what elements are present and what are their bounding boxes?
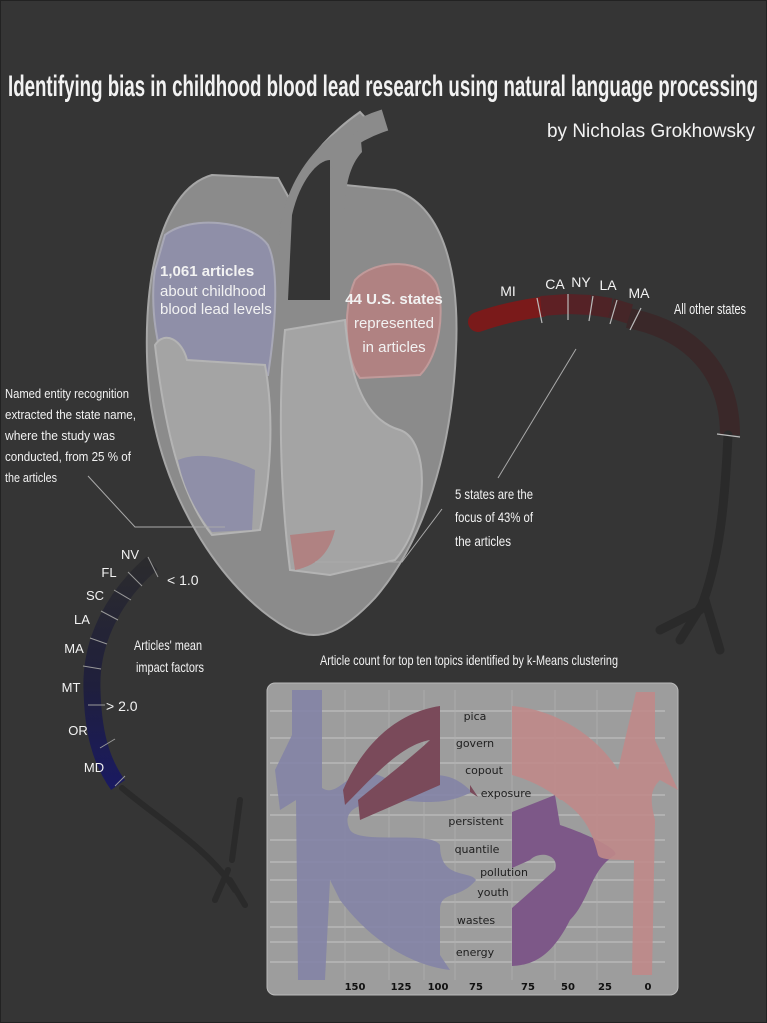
impact-label-OR: OR xyxy=(68,723,88,738)
left-atrium xyxy=(152,221,277,382)
chart-shape-pink xyxy=(512,692,678,975)
state-label-MI: MI xyxy=(500,283,516,299)
ner-line: Named entity recognition xyxy=(5,386,129,401)
focus-line: 5 states are the xyxy=(455,486,533,502)
focus-line: the articles xyxy=(455,533,511,549)
chart-shape-maroon xyxy=(343,706,478,820)
chart-shape-blue xyxy=(275,690,476,980)
topic-labels: pica govern copout exposure persistent quanti… xyxy=(448,710,531,959)
arc-segment-MI xyxy=(468,297,551,332)
tick-left-100: 100 xyxy=(428,982,449,993)
states-line2: in articles xyxy=(362,339,425,356)
topic-chart: pica govern copout exposure persistent quanti… xyxy=(266,682,679,996)
articles-line2: blood lead levels xyxy=(160,301,272,318)
heart-leader-line xyxy=(315,508,443,563)
focus-annotation: 5 states are the focus of 43% of the art… xyxy=(315,348,577,563)
impact-arc-dividers xyxy=(82,556,159,787)
ner-line: the articles xyxy=(5,470,57,485)
topic-label-pollution: pollution xyxy=(480,866,528,879)
tick-left-75: 75 xyxy=(469,982,483,993)
tick-left-125: 125 xyxy=(391,982,412,993)
arc-other-states xyxy=(625,308,740,436)
impact-label-NV: NV xyxy=(121,547,139,562)
byline: by Nicholas Grokhowsky xyxy=(547,121,756,142)
states-line1: represented xyxy=(354,315,434,332)
axis-ticks: 150 125 100 75 75 50 25 0 xyxy=(345,982,652,993)
arc-tail xyxy=(655,430,733,655)
impact-arc-band xyxy=(83,556,158,790)
tick-left-150: 150 xyxy=(345,982,366,993)
state-label-LA: LA xyxy=(599,277,617,293)
impact-label-MD: MD xyxy=(84,760,104,775)
articles-count: 1,061 articles xyxy=(160,263,254,280)
ner-line: where the study was xyxy=(4,428,115,443)
septum xyxy=(279,318,423,577)
impact-label-MA: MA xyxy=(64,641,84,656)
tick-right-25: 25 xyxy=(598,982,612,993)
topic-label-pica: pica xyxy=(464,710,487,723)
topic-label-wastes: wastes xyxy=(457,914,496,927)
vessel-gap xyxy=(288,160,330,300)
focus-line: focus of 43% of xyxy=(455,509,533,525)
chart-title: Article count for top ten topics identif… xyxy=(320,652,618,668)
chart-shape-purple xyxy=(512,795,616,966)
arc-segment-CA xyxy=(540,294,569,316)
impact-arc-tail xyxy=(119,785,248,908)
topic-label-quantile: quantile xyxy=(455,843,500,856)
ner-leader-line xyxy=(87,475,225,528)
impact-label-FL: FL xyxy=(101,565,116,580)
state-label-CA: CA xyxy=(545,276,565,292)
topic-label-exposure: exposure xyxy=(481,787,532,800)
topic-label-copout: copout xyxy=(465,764,503,777)
impact-label-MT: MT xyxy=(62,680,81,695)
impact-label-SC: SC xyxy=(86,588,104,603)
focus-leader-line xyxy=(497,348,577,479)
topic-label-youth: youth xyxy=(477,886,509,899)
title: Identifying bias in childhood blood lead… xyxy=(8,70,758,103)
impact-low-label: < 1.0 xyxy=(167,572,199,588)
ner-line: extracted the state name, xyxy=(5,407,136,422)
articles-line1: about childhood xyxy=(160,283,266,300)
arc-end-tick xyxy=(716,433,741,438)
tick-right-50: 50 xyxy=(561,982,575,993)
tick-right-0: 0 xyxy=(645,982,652,993)
arc-segment-NY xyxy=(567,294,592,315)
arc-segment-LA xyxy=(589,295,613,318)
ner-line: conducted, from 25 % of xyxy=(5,449,131,464)
state-label-other: All other states xyxy=(674,301,746,318)
state-label-NY: NY xyxy=(571,274,591,290)
impact-caption-line1: Articles' mean xyxy=(134,637,202,653)
state-arc: MI CA NY LA MA All other states xyxy=(468,274,746,655)
topic-label-govern: govern xyxy=(456,737,494,750)
left-ventricle-blood xyxy=(178,455,255,532)
arc-dividers xyxy=(536,294,642,331)
right-ventricle-blood xyxy=(290,530,335,570)
state-label-MA: MA xyxy=(629,285,651,301)
impact-high-label: > 2.0 xyxy=(106,698,138,714)
impact-arc: NV FL SC LA MA MT OR MD < 1.0 > 2.0 Arti… xyxy=(62,547,248,908)
ner-annotation: Named entity recognition extracted the s… xyxy=(4,386,225,528)
tick-right-75: 75 xyxy=(521,982,535,993)
topic-label-energy: energy xyxy=(456,946,495,959)
pulmonary-vessel xyxy=(330,130,362,300)
impact-label-LA: LA xyxy=(74,612,90,627)
impact-caption-line2: impact factors xyxy=(136,659,204,675)
heart-illustration xyxy=(145,109,458,637)
topic-label-persistent: persistent xyxy=(448,815,504,828)
states-count: 44 U.S. states xyxy=(345,291,443,308)
